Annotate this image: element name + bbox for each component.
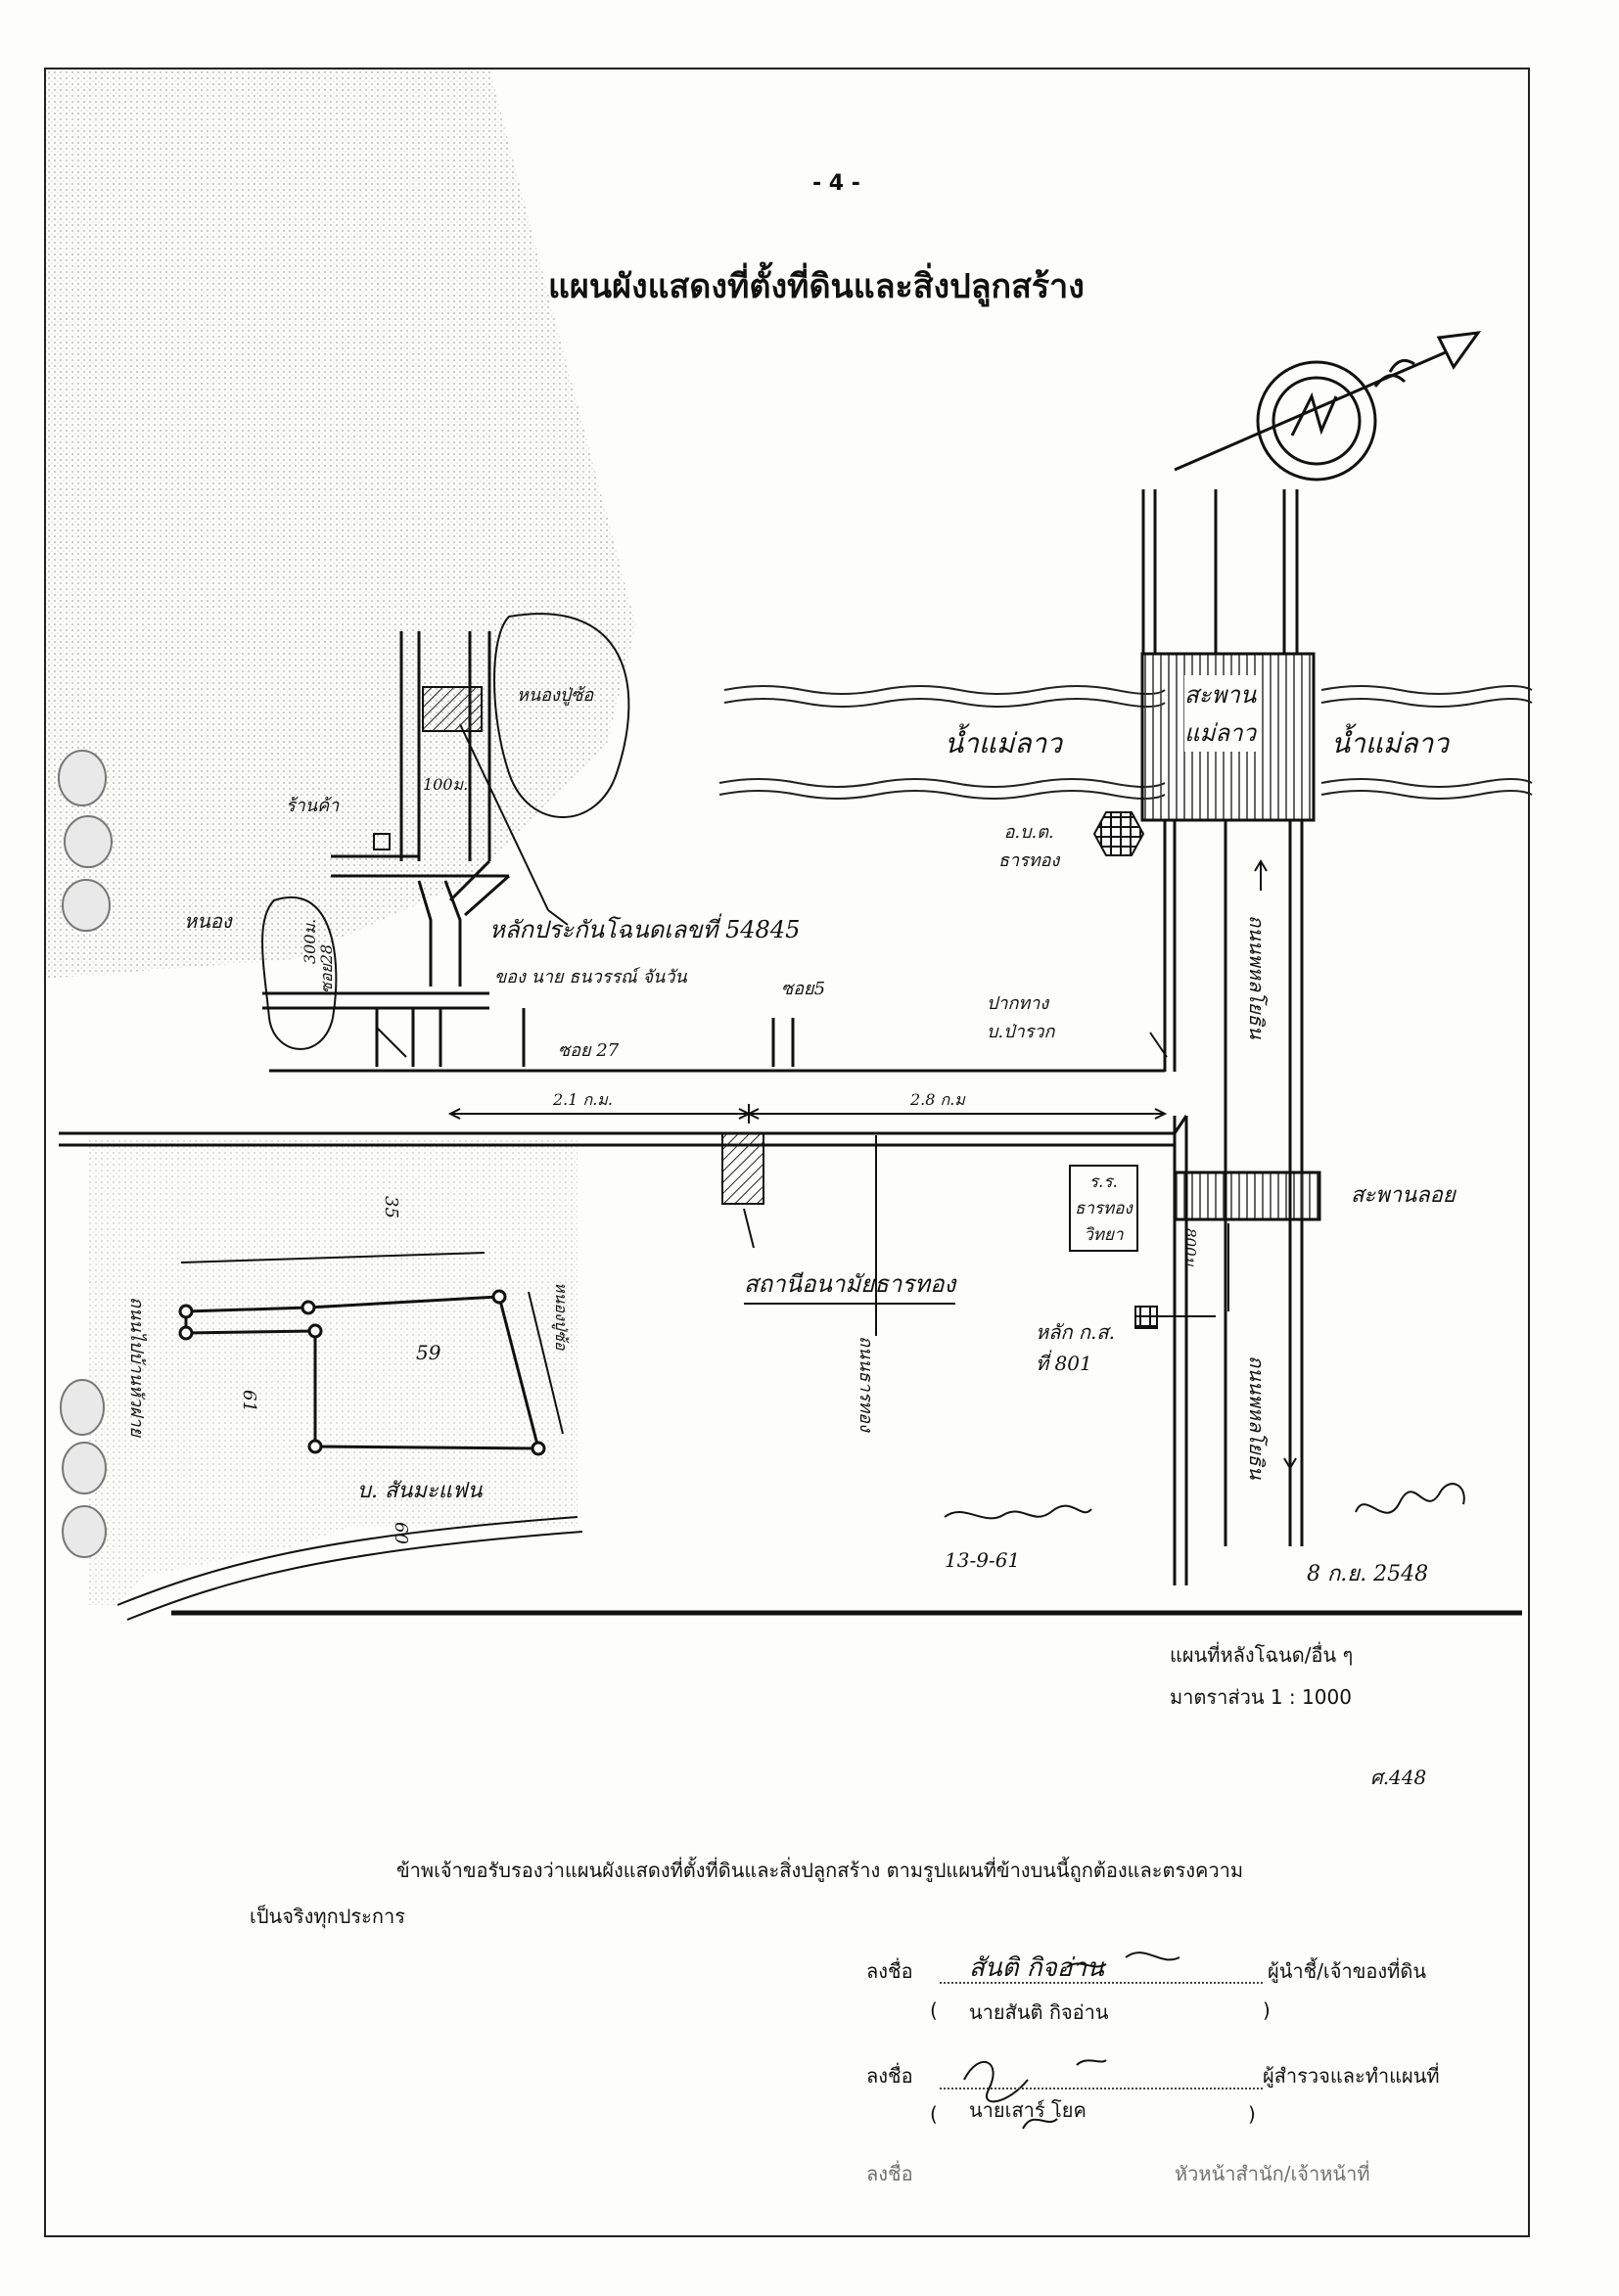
halftone-top-left (44, 69, 636, 979)
stamp-initial: ศ.448 (1370, 1766, 1427, 1789)
dist-100-label: 100ม. (423, 775, 469, 794)
date-mid-label: 13-9-61 (945, 1548, 1021, 1572)
signature-surveyor (963, 2059, 1107, 2130)
sig3-role: หัวหน้าสำนัก/เจ้าหน้าที่ (1175, 2162, 1370, 2185)
sig1-role: ผู้นำชี้/เจ้าของที่ดิน (1268, 1959, 1427, 1983)
road-right-lower-label: ถนนพหลโยธิน (1241, 1355, 1272, 1480)
bridge-bottom-label: สะพานลอย (1351, 1183, 1456, 1208)
road-arrows (1254, 859, 1297, 1470)
junction-label: ปากทาง บ.ป่ารวก (987, 993, 1055, 1042)
certification-statement-2: เป็นจริงทุกประการ (250, 1905, 405, 1928)
school-label: ร.ร. ธารทอง วิทยา (1069, 1165, 1138, 1252)
owner-note-label: ของ นาย ธนวรรณ์ จันวัน (494, 967, 687, 987)
sig1-handwritten: สันติ กิจอ่าน (969, 1953, 1104, 1983)
certification-statement-1: ข้าพเจ้าขอรับรองว่าแผนผังแสดงที่ตั้งที่ด… (396, 1859, 1243, 1882)
river (718, 685, 1533, 800)
stamp-line2: มาตราส่วน 1 : 1000 (1170, 1685, 1352, 1709)
dist-21-label: 2.1 ก.ม. (553, 1090, 613, 1109)
page-title: แผนผังแสดงที่ตั้งที่ดินและสิ่งปลูกสร้าง (548, 267, 1085, 306)
page-number: - 4 - (812, 171, 860, 196)
pond-left-label: หนอง (184, 909, 232, 933)
dist-800-label: 800ม. (1181, 1228, 1199, 1271)
sig2-line (940, 2088, 1263, 2089)
sig1-prefix: ลงชื่อ (866, 1959, 913, 1983)
river-label-right: น้ำแม่ลาว (1331, 727, 1449, 759)
sig1-name: นายสันติ กิจอ่าน (969, 2000, 1109, 2024)
benchmark-label: หลักประกันโฉนดเลขที่ 54845 (489, 916, 801, 943)
sig1-open-paren: ( (930, 1998, 938, 2022)
dist-28-label: 2.8 ก.ม (910, 1090, 965, 1109)
plot-bottom-label: 60 (391, 1522, 411, 1544)
punch-holes (58, 750, 113, 1558)
date-right-label: 8 ก.ย. 2548 (1307, 1562, 1429, 1586)
halftone-bottom-left (88, 1140, 578, 1605)
sig2-prefix: ลงชื่อ (866, 2064, 913, 2088)
sig2-open-paren: ( (930, 2102, 938, 2126)
village-label: บ. สันมะแฟน (357, 1479, 483, 1503)
stamp-line1: แผนที่หลังโฉนด/อื่น ๆ (1170, 1643, 1354, 1667)
soi28-label: ซอย28 (317, 943, 336, 993)
road-main-vertical-label: ถนนพหลโยธิน (1241, 915, 1272, 1039)
sig2-role: ผู้สำรวจและทำแผนที่ (1263, 2064, 1440, 2088)
curved-road (116, 1516, 578, 1606)
sig2-name: นายเสาร์ โยค (969, 2098, 1087, 2122)
kafe-label: ร้านค้า (286, 796, 340, 816)
benchmark2-marker (1134, 1306, 1158, 1329)
plot-left-label: 61 (239, 1390, 259, 1412)
signature-mid (944, 1504, 1092, 1520)
pond-top-label: หนองปู่ซ้อ (517, 685, 594, 706)
local-roads (262, 631, 795, 1067)
health-station-marker (721, 1132, 764, 1205)
soi27-label: ซอย 27 (558, 1040, 620, 1061)
sig3-prefix: ลงชื่อ (866, 2162, 913, 2185)
plot-number-label: 59 (416, 1341, 441, 1364)
road-left-vertical-label: ถนนไปบ้านหัวฝาย (126, 1297, 147, 1437)
bridge-top-label: สะพาน แม่ลาว (1184, 675, 1257, 752)
signature-right (1355, 1483, 1465, 1514)
pond-right-vertical-label: หนองปู่ซ้อ (552, 1282, 571, 1351)
bridge-bottom (1173, 1171, 1321, 1221)
north-arrow-icon (1174, 331, 1482, 482)
soi5-label: ซอย5 (781, 979, 826, 999)
obt-hexagon (1092, 811, 1145, 856)
signature-owner (1066, 1952, 1180, 1968)
page-frame (44, 68, 1530, 2237)
distance-markers (447, 1104, 1168, 1124)
land-parcel (178, 1252, 564, 1456)
road-mid-vertical-label: ถนนธารทอง (853, 1336, 881, 1432)
plot-hatched-top (422, 686, 483, 732)
health-station-label: สถานีอนามัยธารทอง (744, 1264, 956, 1305)
sig1-close-paren: ) (1263, 1998, 1271, 2022)
sig2-close-paren: ) (1248, 2102, 1256, 2126)
river-label-left: น้ำแม่ลาว (945, 727, 1062, 759)
sig1-line (940, 1982, 1263, 1984)
benchmark2-label: หลัก ก.ส. ที่ 801 (1036, 1320, 1115, 1375)
obt-label: อ.บ.ต. ธารทอง (998, 822, 1060, 871)
pond-left (261, 896, 338, 1050)
kafe-marker (373, 833, 391, 850)
north-number-label: 35 (381, 1196, 401, 1218)
pond-top (493, 613, 630, 818)
main-road-horizontal (59, 1069, 1188, 1147)
